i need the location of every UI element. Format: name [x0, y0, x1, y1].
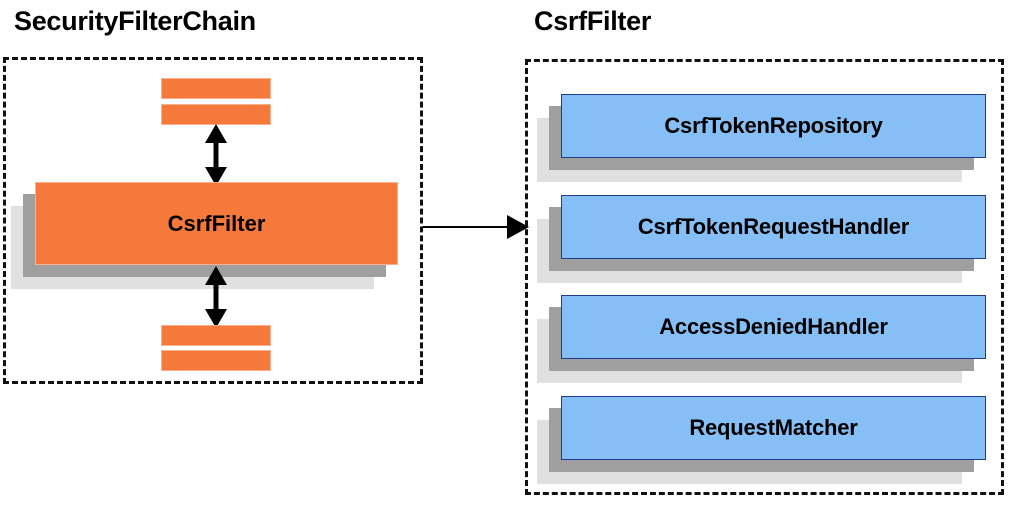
page-title-securityfilterchain: SecurityFilterChain — [14, 6, 256, 36]
filter-slice-3 — [161, 325, 271, 346]
collaborator-label: CsrfTokenRepository — [561, 94, 986, 158]
page-title-csrffilter: CsrfFilter — [534, 6, 652, 36]
arrow-to-csrffilter-detail — [423, 215, 529, 239]
collaborator-label: AccessDeniedHandler — [561, 295, 986, 359]
filter-slice-4 — [161, 350, 271, 371]
collaborator-label: RequestMatcher — [561, 396, 986, 460]
filter-slice-1 — [161, 78, 271, 99]
csrffilter-box-label: CsrfFilter — [35, 182, 398, 265]
arrow-down-double — [205, 266, 227, 328]
collaborator-box-csrftokenrequesthandler: CsrfTokenRequestHandler — [537, 195, 986, 283]
securityfilterchain-panel — [3, 57, 423, 384]
collaborator-box-accessdeniedhandler: AccessDeniedHandler — [537, 295, 986, 383]
csrffilter-panel — [525, 59, 1004, 495]
collaborator-box-csrftokenrepository: CsrfTokenRepository — [537, 94, 986, 182]
arrow-up-double — [205, 124, 227, 186]
csrffilter-box: CsrfFilter — [11, 182, 398, 289]
collaborator-label: CsrfTokenRequestHandler — [561, 195, 986, 259]
filter-slice-2 — [161, 104, 271, 125]
collaborator-box-requestmatcher: RequestMatcher — [537, 396, 986, 484]
